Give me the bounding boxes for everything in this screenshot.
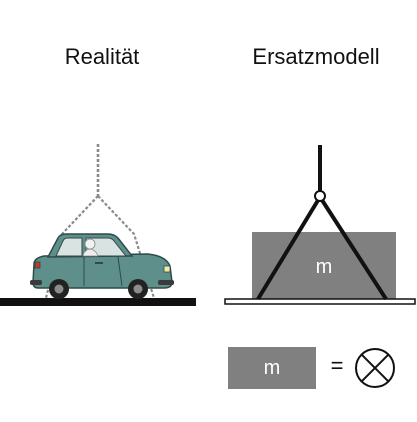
equivalence-row: m = bbox=[228, 347, 395, 389]
equals-sign: = bbox=[331, 353, 344, 378]
mass-box bbox=[228, 347, 316, 389]
sling-right bbox=[318, 195, 388, 301]
title-reality: Realität bbox=[65, 44, 140, 69]
substitute-model-scene: m bbox=[224, 145, 416, 305]
ground-bar bbox=[0, 298, 196, 306]
support-plate bbox=[224, 298, 416, 305]
reality-scene bbox=[0, 144, 196, 306]
title-substitute-model: Ersatzmodell bbox=[252, 44, 379, 69]
hinge-joint bbox=[314, 190, 326, 202]
mass-box-label: m bbox=[264, 357, 281, 379]
car-icon bbox=[30, 233, 174, 299]
mass-block-label: m bbox=[316, 256, 333, 278]
sling-left bbox=[256, 195, 322, 301]
mass-point-icon bbox=[355, 348, 395, 388]
